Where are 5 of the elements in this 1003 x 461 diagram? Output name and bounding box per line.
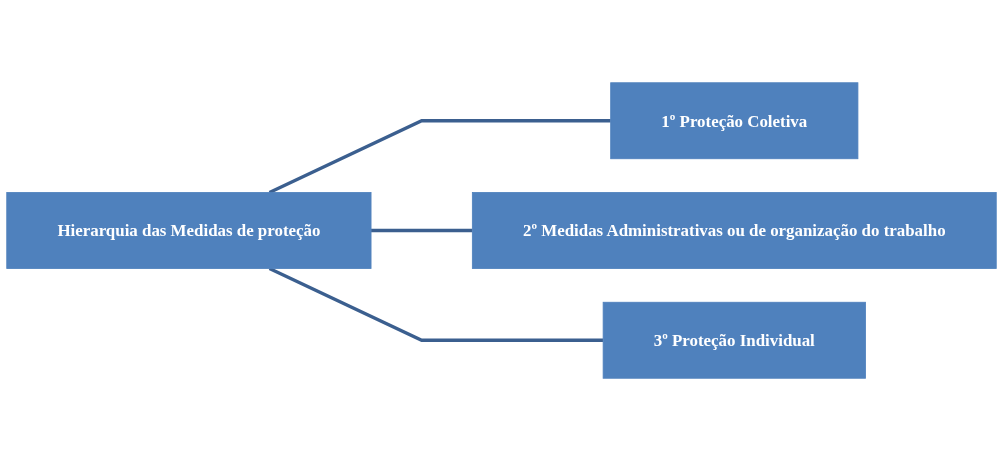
node-box: 1º Proteção Coletiva	[610, 82, 859, 160]
connector	[371, 228, 473, 233]
node-box: Hierarquia das Medidas de proteção	[6, 192, 372, 269]
node-box: 3º Proteção Individual	[602, 301, 866, 379]
node-box: 2º Medidas Administrativas ou de organização do trabalho	[471, 192, 997, 269]
